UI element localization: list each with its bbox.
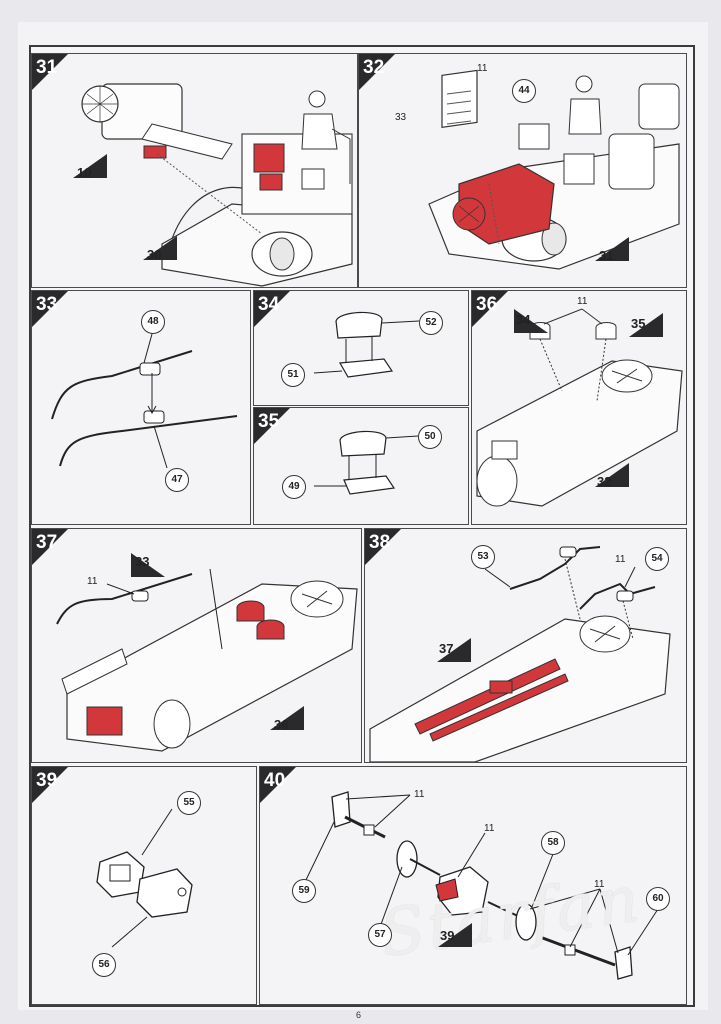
- callout-48: 48: [141, 310, 165, 334]
- step-37-illustration: [32, 529, 358, 752]
- callout-52: 52: [419, 311, 443, 335]
- ref-number: 34: [516, 312, 531, 327]
- callout-44: 44: [512, 79, 536, 103]
- step-39-panel: 39 55 56: [31, 766, 257, 1005]
- step-31-illustration: [32, 54, 353, 287]
- page-number: 6: [356, 1010, 362, 1020]
- callout-54: 54: [645, 547, 669, 571]
- step-number: 33: [36, 294, 58, 315]
- step-36-panel: 36 11 34 35 32: [471, 290, 687, 525]
- step-35-panel: 35 50 49: [253, 407, 469, 525]
- step-number: 32: [363, 57, 385, 78]
- step-number: 34: [258, 294, 280, 315]
- step-34-illustration: [254, 291, 420, 378]
- callout-58: 58: [541, 831, 565, 855]
- ref-step-34: 34: [514, 309, 548, 333]
- label-11: 11: [414, 789, 425, 800]
- step-number: 39: [36, 770, 58, 791]
- step-number: 36: [476, 294, 498, 315]
- ref-step-37: 37: [437, 638, 471, 662]
- step-36-illustration: [472, 291, 683, 507]
- label-11: 11: [484, 823, 495, 834]
- ref-step-10: 10: [73, 154, 107, 180]
- ref-step-31: 31: [595, 237, 629, 263]
- label-33: 33: [395, 112, 407, 123]
- ref-number: 37: [439, 641, 454, 656]
- ref-number: 10: [77, 165, 92, 180]
- callout-60: 60: [646, 887, 670, 911]
- step-number: 38: [369, 532, 391, 553]
- ref-number: 32: [597, 474, 612, 489]
- callout-57: 57: [368, 923, 392, 947]
- step-40-panel: 40 11 11 58 11 60 59 57 39: [259, 766, 687, 1005]
- ref-step-39: 39: [438, 923, 472, 947]
- step-38-panel: 38 53 11 54 37: [364, 528, 687, 763]
- callout-56: 56: [92, 953, 116, 977]
- ref-step-32: 32: [595, 463, 629, 489]
- callout-50: 50: [418, 425, 442, 449]
- step-number: 31: [36, 57, 58, 78]
- ref-step-33: 33: [131, 553, 165, 577]
- label-11: 11: [615, 554, 626, 565]
- callout-47: 47: [165, 468, 189, 492]
- label-11: 11: [477, 63, 488, 74]
- step-38-illustration: [365, 529, 671, 762]
- ref-number: 35: [631, 316, 646, 331]
- step-number: 35: [258, 411, 280, 432]
- label-11: 11: [594, 879, 605, 890]
- ref-number: 31: [599, 248, 614, 263]
- label-11: 11: [87, 576, 98, 587]
- ref-step-35: 35: [629, 313, 663, 337]
- step-33-panel: 33 48 47: [31, 290, 251, 525]
- ref-number: 36: [274, 717, 289, 732]
- callout-51: 51: [281, 363, 305, 387]
- ref-number: 30: [147, 247, 162, 262]
- step-40-illustration: [260, 767, 659, 980]
- ref-number: 39: [440, 928, 455, 943]
- step-37-panel: 37 11 33 36: [31, 528, 362, 763]
- step-number: 37: [36, 532, 58, 553]
- step-34-panel: 34 52 51: [253, 290, 469, 406]
- callout-55: 55: [177, 791, 201, 815]
- step-39-illustration: [32, 767, 193, 948]
- ref-number: 33: [135, 554, 150, 569]
- step-35-illustration: [254, 408, 419, 495]
- step-number: 40: [264, 770, 286, 791]
- callout-53: 53: [471, 545, 495, 569]
- callout-49: 49: [282, 475, 306, 499]
- step-31-panel: 31 10 30: [31, 53, 358, 288]
- step-32-illustration: [359, 54, 680, 270]
- label-11: 11: [577, 296, 588, 307]
- ref-step-36: 36: [270, 706, 304, 732]
- step-33-illustration: [32, 291, 238, 469]
- callout-59: 59: [292, 879, 316, 903]
- ref-step-30: 30: [143, 236, 177, 262]
- step-32-panel: 32 11 44 33 31: [358, 53, 687, 288]
